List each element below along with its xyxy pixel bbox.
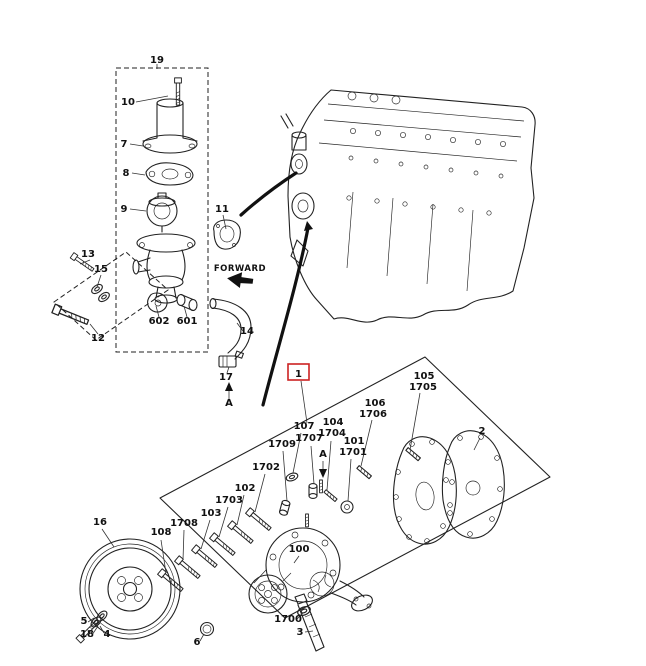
callout-1704: 1704 [318,428,346,439]
callout-1707: 1707 [295,433,323,444]
callout-1701: 1701 [339,447,367,458]
callout-9: 9 [121,204,128,215]
inlet-housing-art [132,233,196,304]
callout-14: 14 [240,326,254,337]
callout-602: 602 [149,316,170,327]
hotspot-number[interactable]: 1 [295,369,302,380]
callout-1702: 1702 [252,462,280,473]
callout-19: 19 [150,55,164,66]
callout-12: 12 [91,333,105,344]
callout-1709: 1709 [268,439,296,450]
callout-1705: 1705 [409,382,437,393]
callout-104: 104 [323,417,344,428]
gasket-plate-2-art [392,430,505,545]
water-outlet-7-art [142,98,198,154]
callout-10: 10 [121,97,135,108]
section-arrow-a-upper [225,382,233,399]
callout-105: 105 [414,371,435,382]
hotspot-box[interactable] [287,363,310,381]
gasket-11-art [213,219,241,250]
forward-label: FORWARD [214,264,266,274]
water-pump-art [248,513,373,614]
callout-8: 8 [123,168,130,179]
bolt-3-washer-1700-art [294,593,325,652]
thermostat-assembly-box [53,64,209,353]
pulley-art [79,538,181,640]
callout-16: 16 [93,517,107,528]
section-label-a-upper: A [225,398,233,409]
callout-103: 103 [201,508,222,519]
callout-11: 11 [215,204,229,215]
section-label-a-lower: A [319,449,327,460]
callout-15: 15 [94,264,108,275]
callout-1706: 1706 [359,409,387,420]
hotspot-callout-1[interactable]: 1 [287,363,310,381]
callout-2: 2 [479,426,486,437]
gasket-8-art [145,162,194,186]
callout-6: 6 [194,637,201,648]
oring-6-art [199,621,215,637]
callout-106: 106 [365,398,386,409]
hose-clamp-17-art [218,350,244,368]
fittings-602-601-art [147,292,198,313]
callout-108: 108 [151,527,172,538]
callout-1703: 1703 [215,495,243,506]
callout-107: 107 [294,421,315,432]
callout-5: 5 [81,616,88,627]
callout-1708: 1708 [170,518,198,529]
thermostat-9-art [146,192,178,233]
exploded-view-plane [159,356,551,619]
callout-18: 18 [80,629,94,640]
callout-601: 601 [177,316,198,327]
bold-leader-lines [239,171,313,407]
callout-17: 17 [219,372,233,383]
callout-7: 7 [121,139,128,150]
engine-block-art [280,89,536,323]
forward-arrow [227,272,254,289]
section-arrow-a-lower [319,461,327,478]
callout-1700: 1700 [274,614,302,625]
plane-fasteners-art [157,447,421,594]
callout-labels: 19 10 7 8 9 13 15 12 602 601 17 A 11 FOR… [80,55,485,648]
leader-lines [79,95,481,642]
callout-100: 100 [289,544,310,555]
callout-4: 4 [104,629,111,640]
callout-102: 102 [235,483,256,494]
callout-101: 101 [344,436,365,447]
callout-13: 13 [81,249,95,260]
callout-3: 3 [297,627,304,638]
